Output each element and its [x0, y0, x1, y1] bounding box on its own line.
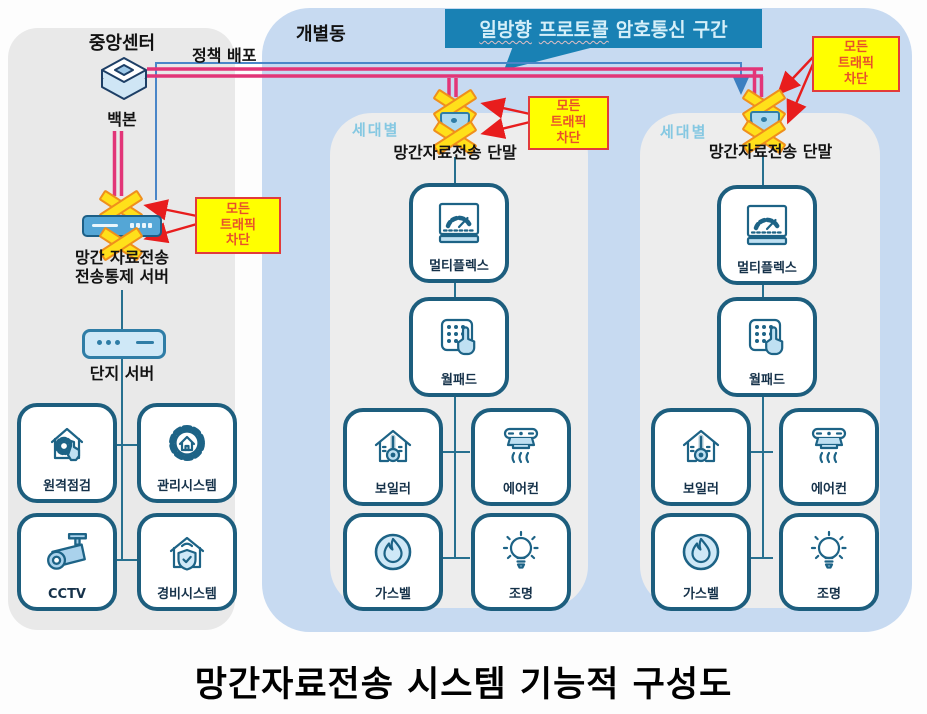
- gas-valve-icon: [676, 517, 726, 583]
- card-label: 월패드: [749, 373, 785, 388]
- card-wallpad: 월패드: [409, 297, 509, 397]
- card-label: 보일러: [683, 482, 719, 497]
- multiplex-gauge-icon: [741, 189, 793, 257]
- card-boiler: 보일러: [343, 408, 443, 506]
- card-label: 경비시스템: [157, 587, 217, 602]
- household-label: 세대별: [660, 123, 708, 141]
- block-traffic-note: 모든 트래픽 차단: [812, 36, 900, 92]
- card-label: 월패드: [441, 373, 477, 388]
- block-traffic-note: 모든 트래픽 차단: [195, 197, 281, 254]
- note-line: 트래픽: [550, 115, 587, 131]
- terminal-label: 망간자료전송 단말: [708, 142, 833, 161]
- backbone-server-icon: [101, 57, 147, 100]
- card-label: 조명: [817, 587, 841, 602]
- card-multiplex: 멀티플렉스: [409, 183, 509, 283]
- backbone-label: 백본: [107, 110, 137, 129]
- card-aircon: 에어컨: [471, 408, 571, 506]
- note-line: 차단: [556, 130, 581, 146]
- banner-word: 구간: [692, 19, 728, 41]
- buildings-title: 개별동: [296, 24, 346, 45]
- card-label: 가스벨: [683, 587, 719, 602]
- card-remote-inspection: 원격점검: [17, 403, 117, 503]
- block-traffic-note: 모든 트래픽 차단: [528, 96, 609, 150]
- gas-valve-icon: [368, 517, 418, 583]
- household-label: 세대별: [352, 121, 400, 139]
- terminal-label: 망간자료전송 단말: [393, 143, 517, 162]
- card-management-system: 관리시스템: [137, 403, 237, 503]
- security-system-icon: [162, 517, 212, 583]
- note-line: 차단: [226, 233, 250, 249]
- card-wallpad: 월패드: [717, 297, 817, 397]
- banner-word: 프로토콜: [538, 19, 609, 41]
- complex-server-label: 단지 서버: [89, 364, 155, 383]
- wallpad-icon: [434, 301, 484, 369]
- card-security-system: 경비시스템: [137, 513, 237, 611]
- banner-word: 암호통신: [615, 19, 686, 41]
- card-boiler: 보일러: [651, 408, 751, 506]
- central-center-title: 중앙센터: [88, 33, 156, 54]
- policy-distribution-label: 정책 배포: [192, 46, 257, 65]
- card-light: 조명: [779, 513, 879, 611]
- complex-server-icon: [82, 329, 166, 359]
- card-gas-valve: 가스벨: [343, 513, 443, 611]
- card-label: 원격점검: [43, 479, 91, 494]
- note-line: 트래픽: [838, 56, 874, 72]
- card-aircon: 에어컨: [779, 408, 879, 506]
- management-system-icon: [162, 407, 212, 475]
- diagram-title: 망간자료전송 시스템 기능적 구성도: [194, 664, 733, 705]
- cctv-camera-icon: [41, 517, 93, 587]
- card-label: 보일러: [375, 482, 411, 497]
- banner-word: 일방향: [479, 19, 532, 41]
- note-line: 차단: [844, 71, 868, 87]
- note-line: 트래픽: [220, 217, 256, 233]
- card-label: 관리시스템: [157, 479, 217, 494]
- aircon-icon: [803, 412, 855, 478]
- note-line: 모든: [556, 99, 581, 115]
- control-server-label: 망간 자료전송: [75, 248, 169, 267]
- aircon-icon: [495, 412, 547, 478]
- remote-inspection-icon: [42, 407, 92, 475]
- card-label: 가스벨: [375, 587, 411, 602]
- boiler-icon: [367, 412, 419, 478]
- multiplex-gauge-icon: [433, 187, 485, 255]
- light-bulb-icon: [495, 517, 547, 583]
- card-label: 조명: [509, 587, 533, 602]
- card-label: 에어컨: [811, 482, 847, 497]
- card-light: 조명: [471, 513, 571, 611]
- light-bulb-icon: [803, 517, 855, 583]
- note-line: 모든: [226, 201, 250, 217]
- card-gas-valve: 가스벨: [651, 513, 751, 611]
- note-line: 모든: [844, 40, 868, 56]
- wallpad-icon: [742, 301, 792, 369]
- card-label: 멀티플렉스: [429, 259, 489, 274]
- card-cctv: CCTV: [17, 513, 117, 611]
- card-multiplex: 멀티플렉스: [717, 185, 817, 285]
- one-way-protocol-banner: 일방향 프로토콜 암호통신 구간: [445, 9, 762, 48]
- card-label: 에어컨: [503, 482, 539, 497]
- control-server-label: 전송통제 서버: [75, 266, 169, 286]
- card-label: CCTV: [47, 587, 86, 602]
- card-label: 멀티플렉스: [737, 261, 797, 276]
- boiler-icon: [675, 412, 727, 478]
